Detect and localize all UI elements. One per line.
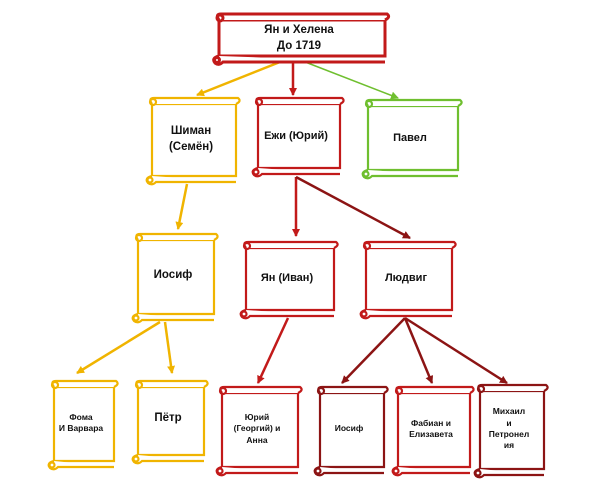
scroll-box-petr	[131, 379, 209, 465]
arrow-iosif-to-petr	[163, 321, 176, 374]
node-mikhail-label: Михаил и Петронел ия	[488, 406, 530, 451]
scroll-box-foma	[47, 379, 119, 471]
node-fabian-label: Фабиан и Елизавета	[409, 417, 453, 439]
arrow-ludwig-to-iosif	[341, 317, 406, 384]
scroll-box-shiman	[145, 96, 241, 186]
arrow-root-to-shiman	[196, 58, 286, 97]
scroll-box-iosif-1	[131, 232, 219, 324]
scroll-box-ezhi	[251, 96, 345, 178]
scroll-box-root	[212, 12, 391, 66]
scroll-box-pavel	[361, 98, 463, 180]
arrow-root-to-pavel	[299, 59, 399, 100]
node-shiman-label: Шиман (Семён)	[168, 125, 214, 153]
node-pavel-label: Павел	[393, 131, 427, 144]
scroll-box-fabian	[391, 385, 475, 477]
node-yuri-label: Юрий (Георгий) и Анна	[233, 411, 281, 445]
arrow-shiman-to-iosif	[175, 183, 189, 230]
arrow-iosif-to-foma	[76, 320, 161, 375]
scroll-box-yuri	[215, 385, 303, 477]
arrow-yan-to-yuri	[256, 317, 290, 384]
scroll-box-mikhail	[473, 383, 549, 479]
scroll-box-ludwig	[359, 240, 457, 320]
node-iosif-1-label: Иосиф	[153, 269, 193, 282]
arrow-ludwig-to-mikhail	[404, 316, 508, 385]
scroll-box-iosif-2	[313, 385, 389, 477]
node-iosif-2-label: Иосиф	[334, 423, 364, 434]
node-ludwig-label: Людвиг	[384, 271, 428, 284]
arrow-ludwig-to-fabian	[403, 317, 434, 384]
node-ezhi-label: Ежи (Юрий)	[264, 129, 328, 142]
node-petr-label: Пётр	[154, 412, 182, 425]
node-yan-label: Ян (Иван)	[260, 271, 314, 284]
node-foma-label: Фома И Варвара	[58, 411, 104, 433]
scroll-box-yan	[239, 240, 339, 320]
connector-lines	[76, 58, 508, 385]
node-root-label: Ян и Хелена До 1719	[264, 24, 334, 52]
arrow-ezhi-to-ludwig	[295, 175, 411, 240]
